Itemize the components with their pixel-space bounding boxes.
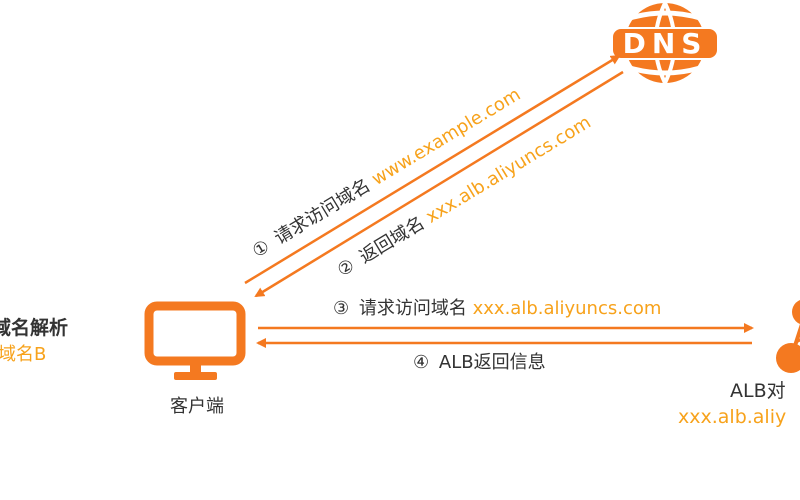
alb-domain: xxx.alb.aliy	[678, 406, 786, 428]
step-2-number: ②	[334, 255, 359, 281]
left-title: 域名解析	[0, 316, 68, 339]
step-3-domain: xxx.alb.aliyuncs.com	[473, 298, 662, 319]
dns-logo-text: DNS	[623, 27, 708, 60]
step-3-number: ③	[333, 298, 349, 319]
step-2-text: 返回域名	[356, 213, 428, 268]
step-3-text: 请求访问域名	[359, 298, 467, 319]
client-label: 客户端	[170, 396, 224, 417]
step-1-number: ①	[249, 236, 274, 262]
step-3-label-group: ③ 请求访问域名 xxx.alb.aliyuncs.com	[333, 298, 661, 319]
step-4-number: ④	[413, 352, 429, 373]
step-4-text: ALB返回信息	[439, 352, 546, 373]
left-subtitle: 域名B	[0, 344, 46, 365]
alb-load-balancer-icon	[776, 300, 800, 373]
arrow-step-2	[254, 70, 624, 298]
step-4-label-group: ④ ALB返回信息	[413, 352, 546, 373]
alb-label: ALB对	[730, 380, 786, 402]
step-1-text: 请求访问域名	[271, 175, 374, 249]
monitor-icon	[144, 301, 246, 380]
arrow-step-1	[244, 54, 621, 285]
dns-globe-icon: DNS	[611, 2, 719, 84]
